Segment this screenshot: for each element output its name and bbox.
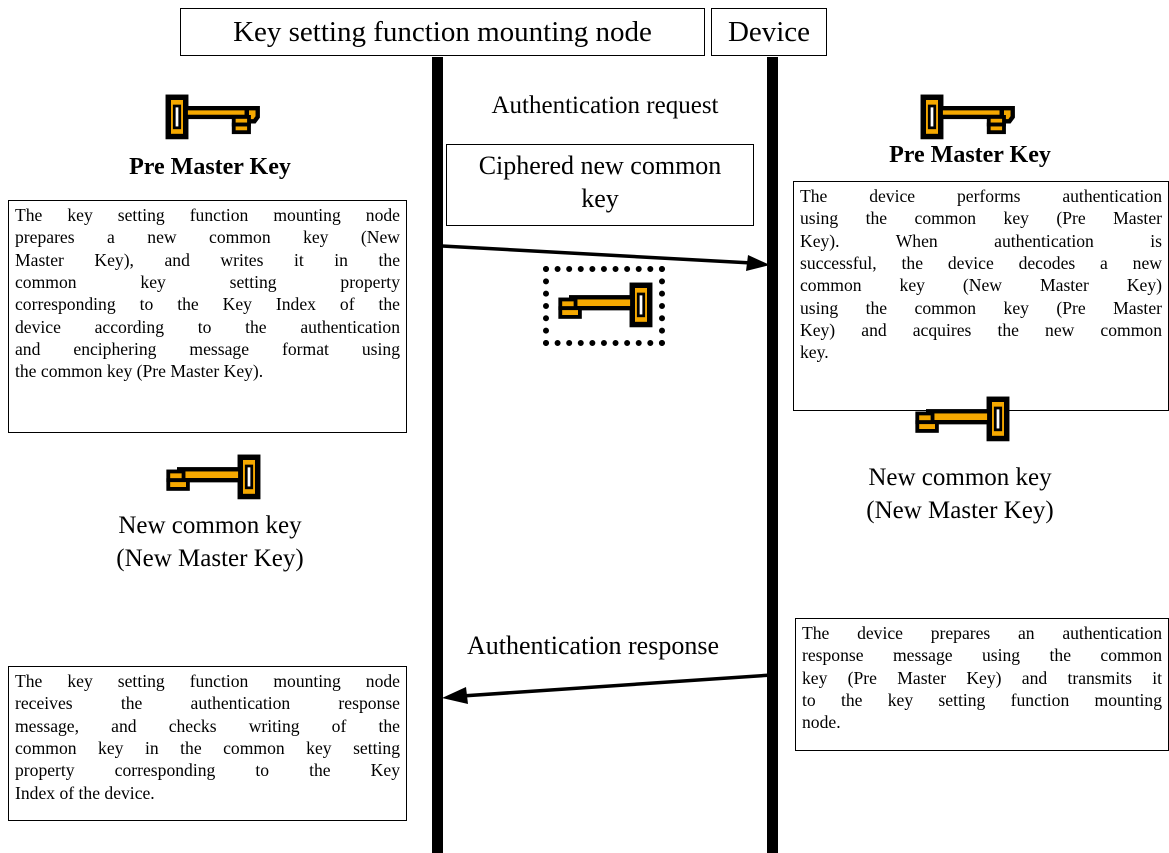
note-line: Key) and acquires the new common xyxy=(800,320,1162,341)
note-line: The device performs authentication xyxy=(800,186,1162,206)
auth-request-label: Authentication request xyxy=(491,92,719,119)
note-line: The device prepares an authentication xyxy=(802,623,1162,643)
device-header-label: Device xyxy=(727,15,811,48)
note-line: using the common key (Pre Master xyxy=(800,208,1162,229)
note-line: node. xyxy=(802,712,841,733)
right-pre-master-key-heading: Pre Master Key xyxy=(889,142,1051,168)
note-line: message, and checks writing of the xyxy=(15,715,400,736)
left-pre-master-key-heading: Pre Master Key xyxy=(129,154,291,180)
note-line: successful, the device decodes a new xyxy=(800,253,1162,274)
note-line: The key setting function mounting node xyxy=(15,205,400,225)
auth-response-label: Authentication response xyxy=(467,631,719,660)
right-new-key-caption: New common key (New Master Key) xyxy=(866,464,1054,524)
node-header-box: Key setting function mounting node xyxy=(180,8,705,56)
key-icon xyxy=(163,454,263,502)
note-line: device according to the authentication xyxy=(15,316,400,337)
note-line: prepares a new common key (New xyxy=(15,227,400,248)
auth-request-arrow xyxy=(441,244,770,271)
key-icon xyxy=(163,94,263,142)
note-line: Index of the device. xyxy=(15,782,155,803)
note-line: common key setting property xyxy=(15,272,400,293)
ciphered-key-box: Ciphered new common key xyxy=(446,144,754,226)
note-line: The key setting function mounting node xyxy=(15,671,400,691)
note-line: using the common key (Pre Master xyxy=(800,297,1162,318)
device-lifeline xyxy=(767,57,778,853)
note-line: property corresponding to the Key xyxy=(15,760,400,781)
note-line: key. xyxy=(800,342,829,363)
ciphered-key-line1: Ciphered new common xyxy=(478,151,722,180)
note-line: and enciphering message format using xyxy=(15,339,400,360)
device-header-box: Device xyxy=(711,8,827,56)
note-line: key (Pre Master Key) and transmits it xyxy=(802,667,1162,688)
key-icon xyxy=(918,94,1018,142)
note-line: the common key (Pre Master Key). xyxy=(15,361,264,382)
auth-response-arrow xyxy=(442,673,773,704)
note-line: receives the authentication response xyxy=(15,693,400,714)
node-lifeline xyxy=(432,57,443,853)
node-header-label: Key setting function mounting node xyxy=(233,15,652,48)
left-new-key-caption: New common key (New Master Key) xyxy=(116,512,304,572)
ciphered-key-line2: key xyxy=(581,183,619,213)
note-line: response message using the common xyxy=(802,645,1162,666)
note-line: common key (New Master Key) xyxy=(800,275,1162,296)
note-line: corresponding to the Key Index of the xyxy=(15,294,400,315)
note-line: Key). When authentication is xyxy=(800,230,1162,251)
note-line: Master Key), and writes it in the xyxy=(15,249,400,270)
note-line: to the key setting function mounting xyxy=(802,690,1162,711)
key-icon xyxy=(912,396,1012,444)
ciphered-key-icon xyxy=(543,266,665,346)
note-line: common key in the common key setting xyxy=(15,738,400,759)
